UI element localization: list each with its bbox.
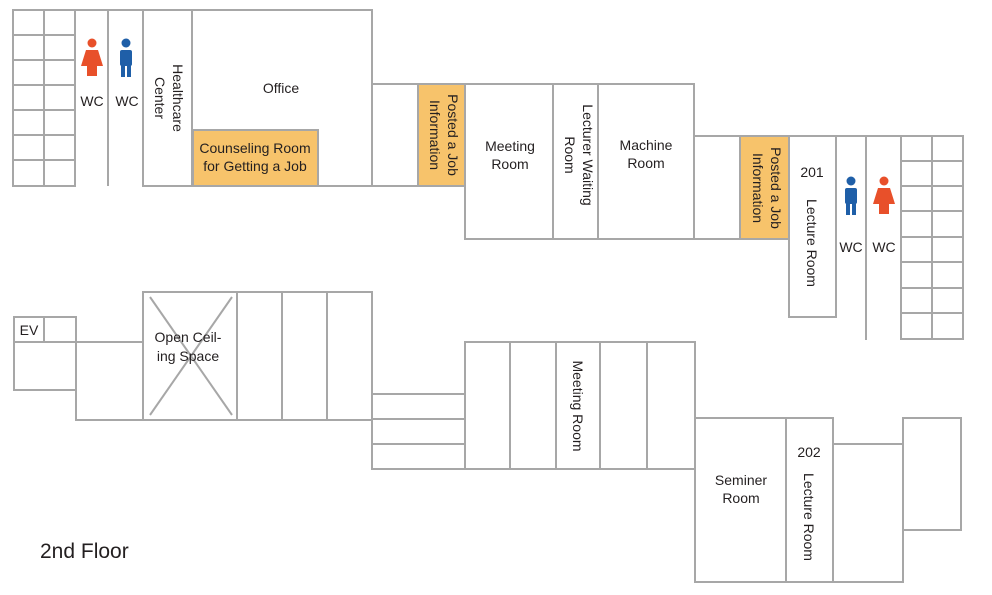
male-restroom-icon (845, 176, 857, 215)
female-restroom-icon (873, 176, 895, 214)
svg-text:Lecturer Waiting: Lecturer Waiting (580, 104, 596, 205)
svg-text:Lecture Room: Lecture Room (804, 199, 820, 287)
label-office: Office (263, 80, 300, 96)
svg-text:Room: Room (562, 136, 578, 173)
meeting-machine-block (464, 83, 695, 240)
label-meeting-room: Room (491, 156, 528, 172)
label-wc: WC (80, 93, 103, 109)
svg-text:Center: Center (152, 77, 168, 119)
svg-text:Lecture Room: Lecture Room (801, 473, 817, 561)
floor-title: 2nd Floor (40, 540, 129, 563)
label-meeting-room-lower: Meeting Room (570, 360, 586, 451)
label-open-ceiling-space: Open Ceil- (155, 329, 222, 345)
label-seminer-room: Room (722, 490, 759, 506)
label-wc: WC (115, 93, 138, 109)
label-posted-job-info-b: Posted a Job Information (750, 147, 784, 229)
label-healthcare-center: Healthcare Center (152, 64, 186, 132)
svg-text:Information: Information (750, 153, 766, 223)
locker-grid-right (901, 136, 963, 339)
svg-text:Posted a Job: Posted a Job (445, 94, 461, 176)
label-lecture-room-202: Lecture Room (801, 473, 817, 561)
label-counseling-room: Counseling Room (199, 140, 310, 156)
label-lecture-room-201: Lecture Room (804, 199, 820, 287)
label-room-201: 201 (800, 164, 824, 180)
svg-text:Information: Information (427, 100, 443, 170)
label-posted-job-info-a: Posted a Job Information (427, 94, 461, 176)
meeting-room-lower-block (464, 341, 696, 470)
room-lower-right-b (902, 417, 962, 531)
counseling-room (192, 129, 319, 187)
posted-job-info-a (417, 83, 466, 187)
label-counseling-room: for Getting a Job (203, 158, 307, 174)
label-machine-room: Room (627, 155, 664, 171)
lecture-room-201 (788, 135, 837, 318)
open-ceiling-cross-b (149, 296, 233, 416)
open-ceiling-block (142, 291, 373, 421)
label-wc: WC (839, 239, 862, 255)
svg-text:Posted a Job: Posted a Job (768, 147, 784, 229)
locker-grid-left (13, 10, 75, 186)
label-open-ceiling-space: ing Space (157, 348, 219, 364)
stairs (371, 393, 466, 470)
label-seminer-room: Seminer (715, 472, 767, 488)
label-machine-room: Machine (620, 137, 673, 153)
room-lower-right-a (832, 443, 904, 583)
svg-text:Healthcare: Healthcare (170, 64, 186, 132)
male-restroom-icon (120, 38, 132, 77)
svg-text:Meeting Room: Meeting Room (570, 360, 586, 451)
room-lower-left (75, 341, 144, 421)
label-wc: WC (872, 239, 895, 255)
label-room-202: 202 (797, 444, 821, 460)
label-ev: EV (20, 322, 39, 338)
label-meeting-room: Meeting (485, 138, 535, 154)
label-lecturer-waiting-room: Lecturer Waiting Room (562, 104, 596, 205)
female-restroom-icon (81, 38, 103, 76)
seminer-room (694, 417, 787, 583)
